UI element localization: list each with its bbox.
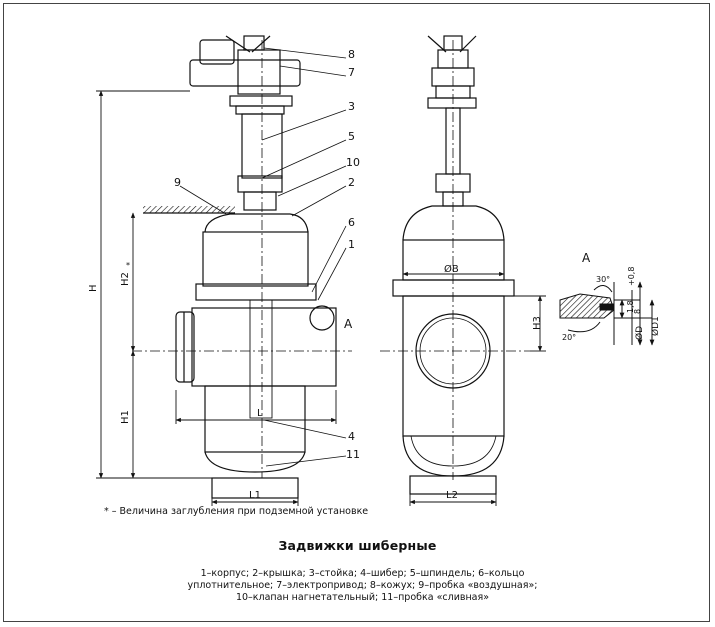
dim-H2-mark: * [126, 261, 130, 270]
dim-L2: L2 [446, 490, 458, 501]
callout-A: A [344, 317, 353, 331]
callouts: 8 7 3 5 10 9 2 6 1 A 4 11 [174, 48, 360, 461]
dim-dD1: ØD1 [650, 316, 661, 336]
dim-L1: L1 [249, 490, 261, 501]
callout-4: 4 [348, 430, 355, 443]
dim-H2: H2 [120, 272, 131, 286]
legend-line-1: 1–корпус; 2–крышка; 3–стойка; 4–шибер; 5… [200, 568, 525, 579]
side-view [380, 35, 530, 495]
detail-size-8: 8 [633, 309, 642, 314]
front-dimension-labels: H H2 * H1 L L1 [88, 261, 263, 501]
callout-11: 11 [346, 448, 360, 461]
front-view [132, 35, 352, 499]
detail-labels: A 30° 20° 1,8 +0,8 8 ØD ØD1 [562, 251, 661, 342]
parts-legend: 1–корпус; 2–крышка; 3–стойка; 4–шибер; 5… [150, 568, 575, 604]
callout-7: 7 [348, 66, 355, 79]
dim-L: L [257, 408, 263, 419]
side-dimension-labels: ØB L2 H3 [444, 263, 543, 501]
callout-9: 9 [174, 176, 181, 189]
callout-10: 10 [346, 156, 360, 169]
side-dimensions [402, 271, 546, 506]
drawing-frame [3, 3, 710, 622]
detail-angle-20: 20° [562, 333, 576, 342]
detail-view [559, 281, 655, 346]
callout-1: 1 [348, 238, 355, 251]
dim-H1: H1 [120, 410, 131, 424]
legend-line-3: 10–клапан нагнетательный; 11–пробка «сли… [235, 592, 490, 603]
callout-2: 2 [348, 176, 355, 189]
dim-dB: ØB [444, 263, 459, 275]
callout-8: 8 [348, 48, 355, 61]
detail-tolerance: +0,8 [627, 267, 636, 286]
dim-dD: ØD [634, 326, 645, 340]
detail-label: A [582, 251, 591, 265]
callout-3: 3 [348, 100, 355, 113]
dim-H3: H3 [532, 316, 543, 330]
callout-5: 5 [348, 130, 355, 143]
drawing-title: Задвижки шиберные [278, 538, 437, 553]
legend-line-2: уплотнительное; 7–электропривод; 8–кожух… [187, 580, 538, 591]
front-dimensions [96, 90, 337, 506]
detail-size-1-8: 1,8 [626, 300, 635, 313]
footnote: * – Величина заглубления при подземной у… [104, 506, 369, 517]
dim-H: H [88, 284, 99, 292]
leader-lines [179, 47, 347, 467]
detail-angle-30: 30° [596, 275, 610, 284]
callout-6: 6 [348, 216, 355, 229]
